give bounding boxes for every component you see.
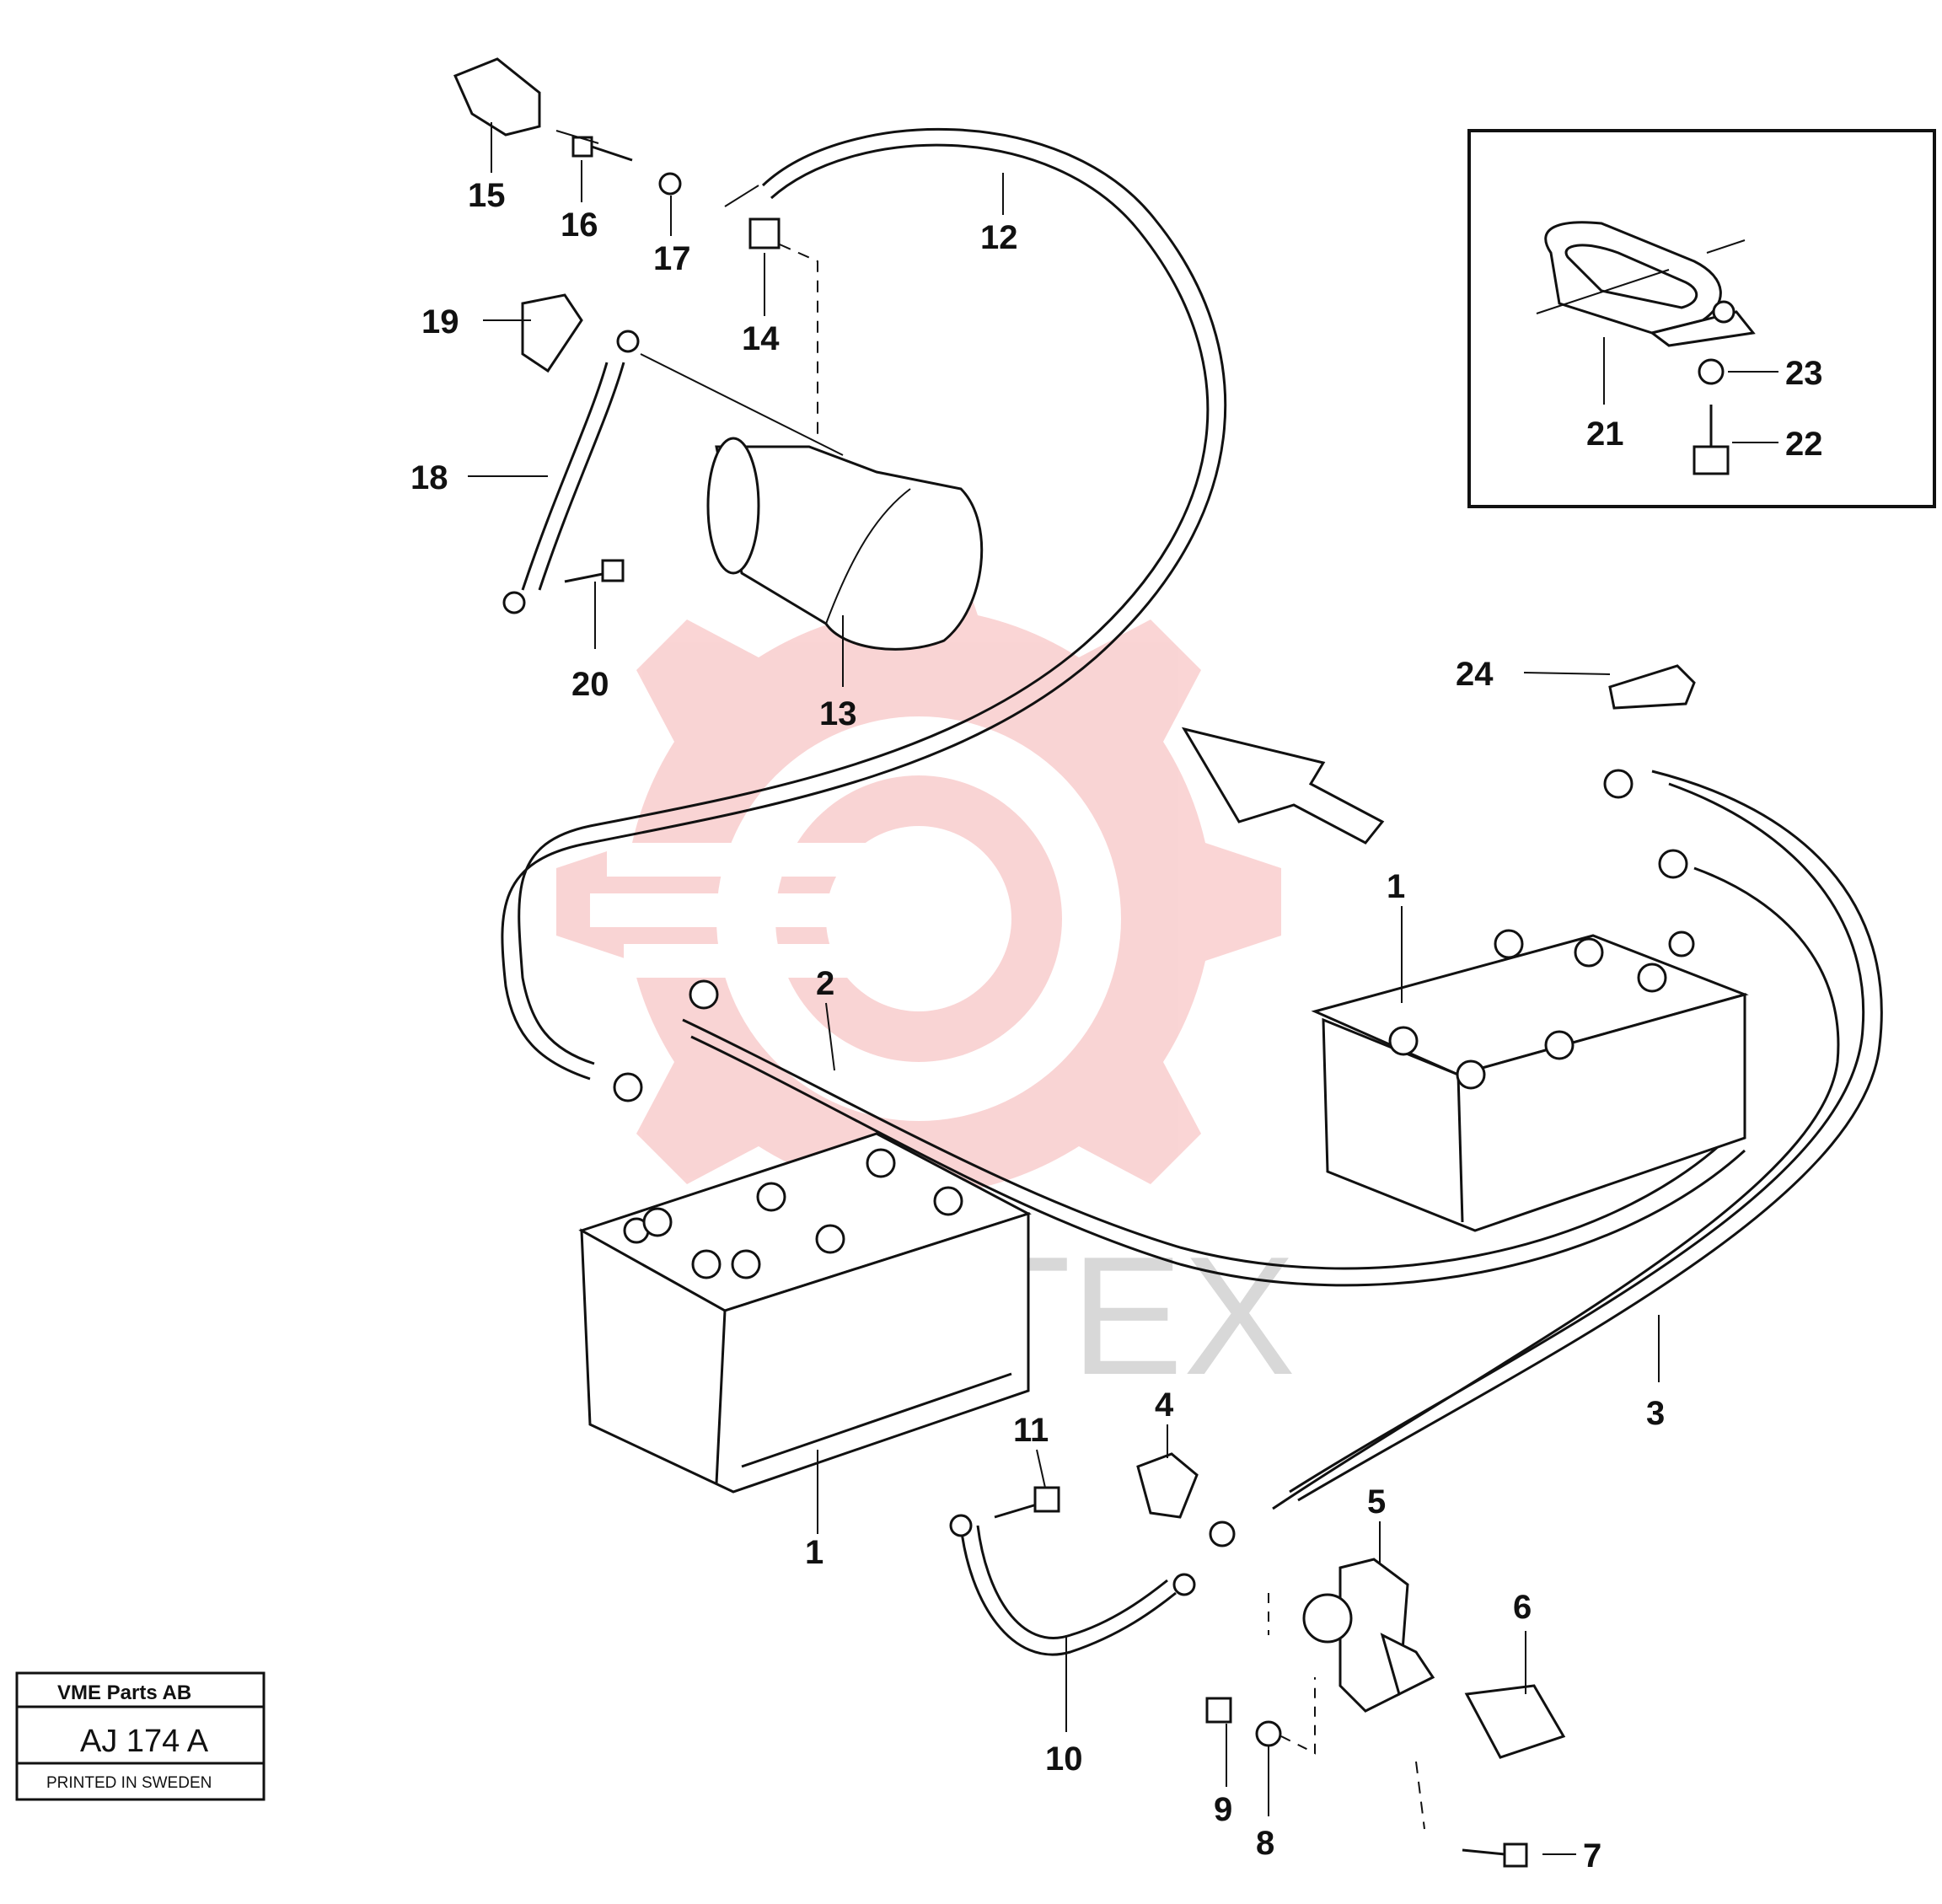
callout-18: 18 bbox=[410, 459, 448, 496]
watermark-logo bbox=[556, 539, 1281, 1264]
cable-12 bbox=[501, 127, 1227, 1081]
callout-2: 2 bbox=[816, 965, 834, 1002]
battery-right bbox=[1311, 929, 1749, 1232]
callout-13: 13 bbox=[819, 695, 857, 732]
callout-1b: 1 bbox=[805, 1534, 823, 1571]
callout-5: 5 bbox=[1367, 1483, 1386, 1521]
callout-4: 4 bbox=[1155, 1386, 1174, 1424]
callout-9: 9 bbox=[1214, 1791, 1232, 1828]
cable-2 bbox=[682, 1018, 1746, 1287]
callout-21: 21 bbox=[1586, 416, 1624, 453]
inset-detail bbox=[1467, 129, 1936, 508]
callout-19: 19 bbox=[421, 303, 459, 341]
direction-arrow bbox=[1181, 727, 1385, 845]
callout-12: 12 bbox=[980, 219, 1018, 256]
callout-20: 20 bbox=[571, 666, 609, 703]
callout-6: 6 bbox=[1513, 1589, 1532, 1626]
callout-23: 23 bbox=[1785, 355, 1823, 392]
callout-17: 17 bbox=[653, 240, 691, 277]
callout-labels: 1 1 2 3 4 5 6 7 8 9 10 11 12 13 14 15 16… bbox=[410, 177, 1823, 1875]
callout-11: 11 bbox=[1013, 1412, 1049, 1449]
callout-14: 14 bbox=[742, 320, 780, 357]
callout-22: 22 bbox=[1785, 426, 1823, 463]
battery-left bbox=[578, 1132, 1032, 1494]
title-code: AJ 174 A bbox=[80, 1724, 209, 1759]
callout-24: 24 bbox=[1456, 656, 1494, 693]
title-block: VME Parts AB AJ 174 A PRINTED IN SWEDEN bbox=[15, 1671, 266, 1801]
title-printed: PRINTED IN SWEDEN bbox=[46, 1774, 212, 1792]
callout-10: 10 bbox=[1045, 1740, 1083, 1778]
callout-1a: 1 bbox=[1387, 868, 1405, 905]
callout-16: 16 bbox=[561, 206, 598, 244]
callout-15: 15 bbox=[468, 177, 506, 214]
title-company: VME Parts AB bbox=[57, 1681, 191, 1704]
callout-7: 7 bbox=[1583, 1837, 1601, 1875]
callout-8: 8 bbox=[1256, 1825, 1274, 1862]
hardware-parts bbox=[453, 57, 1696, 1868]
leader-lines bbox=[468, 122, 1778, 1855]
cable-3 bbox=[1272, 770, 1883, 1510]
callout-3: 3 bbox=[1646, 1395, 1665, 1432]
